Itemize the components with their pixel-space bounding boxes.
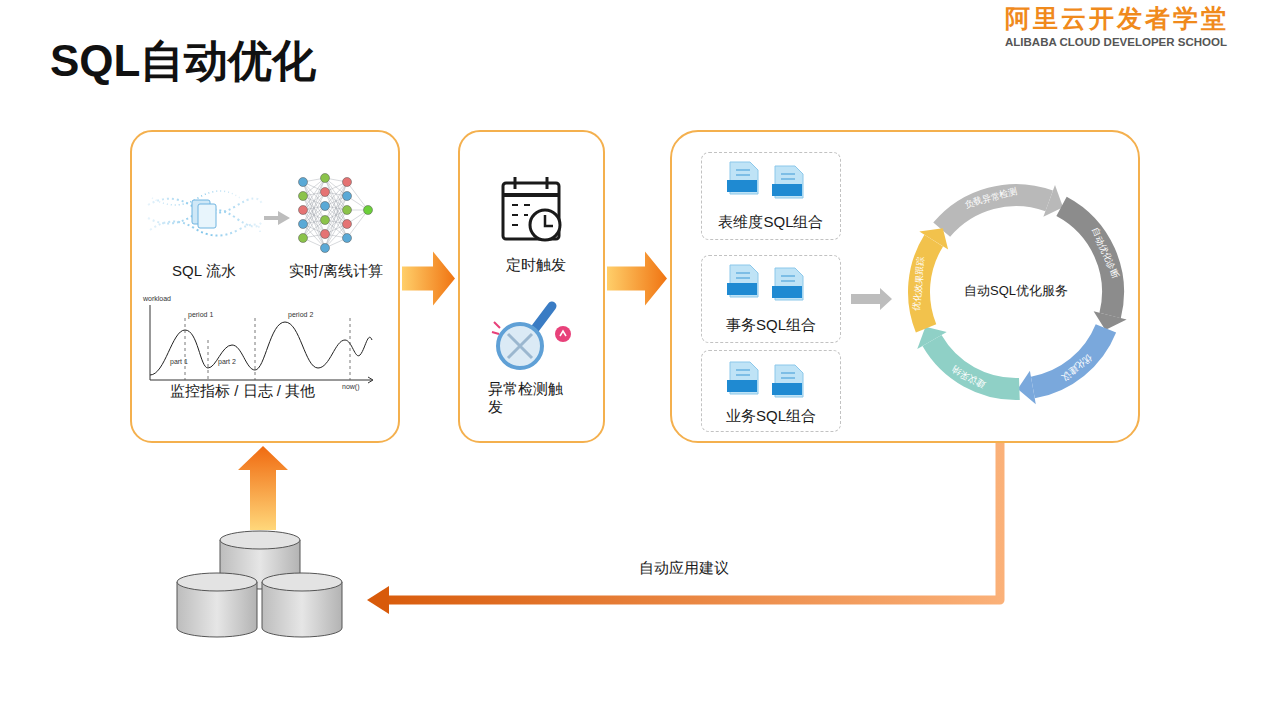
sql-group-box: 表维度SQL组合: [701, 152, 841, 240]
database-symbol: [175, 528, 345, 643]
part-label: part 1: [170, 358, 188, 366]
net-link: [325, 210, 347, 248]
net-neuron: [321, 244, 330, 253]
node-text: SQL 流水: [172, 262, 236, 280]
net-neuron: [299, 220, 308, 229]
connector-arrow: [851, 288, 892, 310]
cycle-arrowhead: [1018, 371, 1036, 404]
net-neuron: [343, 192, 352, 201]
node-text: 监控指标 / 日志 / 其他: [170, 382, 315, 400]
brand-subtitle: ALIBABA CLOUD DEVELOPER SCHOOL: [1005, 36, 1227, 49]
net-neuron: [321, 230, 330, 239]
page-title: SQL自动优化: [50, 32, 316, 91]
net-neuron: [299, 178, 308, 187]
node-text: 定时触发: [506, 256, 566, 274]
node-text: 异常检测触发: [488, 380, 568, 416]
cycle-arrowhead: [919, 228, 948, 249]
sql-file-icon: [727, 362, 758, 394]
optimize-panel: 表维度SQL组合事务SQL组合业务SQL组合 自动SQL优化服务负载异常检测自动优…: [670, 130, 1140, 443]
service-cycle: 自动SQL优化服务负载异常检测自动优化诊断优化建议建议采纳优化效果跟踪: [906, 182, 1126, 402]
net-neuron: [321, 216, 330, 225]
node-text: 实时/离线计算: [289, 262, 383, 280]
net-neuron: [364, 206, 373, 215]
brand-logo: 阿里云开发者学堂: [1005, 4, 1229, 33]
sql-file-icon: [727, 162, 758, 194]
trigger-panel: 定时触发异常检测触发: [458, 130, 605, 443]
db-cylinder: [177, 573, 257, 637]
net-neuron: [343, 178, 352, 187]
net-neuron: [299, 206, 308, 215]
workload-chart: [150, 305, 373, 383]
node-text: 业务SQL组合: [702, 407, 840, 425]
anomaly-detect-icon: [492, 306, 571, 368]
period-label: period 1: [188, 311, 213, 319]
database: [175, 528, 345, 643]
sql-file-icon: [772, 166, 803, 198]
period-label: period 2: [288, 311, 313, 319]
net-neuron: [321, 174, 330, 183]
net-neuron: [299, 192, 308, 201]
connector-arrow: [607, 252, 667, 306]
cycle-arc: [1033, 328, 1106, 387]
source-panel: SQL 流水 实时/离线计算监控指标 / 日志 / 其他: [130, 130, 400, 443]
net-neuron: [299, 234, 308, 243]
sql-group-box: 业务SQL组合: [701, 350, 841, 432]
calendar-clock-icon: [503, 177, 560, 240]
node-text: 表维度SQL组合: [702, 213, 840, 231]
axis-label: now(): [342, 383, 360, 391]
net-neuron: [343, 206, 352, 215]
net-neuron: [321, 202, 330, 211]
edge-label: 自动应用建议: [636, 558, 732, 577]
sql-group-box: 事务SQL组合: [701, 255, 841, 343]
connector-arrow: [238, 446, 288, 530]
service-name: 自动SQL优化服务: [906, 283, 1126, 299]
sql-file-icons: [727, 162, 803, 397]
net-neuron: [343, 220, 352, 229]
net-neuron: [343, 234, 352, 243]
neural-net-picture: [299, 174, 373, 253]
sql-file-icon: [772, 268, 803, 300]
part-label: part 2: [218, 358, 236, 366]
sql-flow-picture: [148, 191, 290, 236]
connector-arrow: [367, 443, 1000, 614]
net-neuron: [321, 188, 330, 197]
node-text: 事务SQL组合: [702, 316, 840, 334]
axis-label: workload: [143, 295, 171, 303]
sql-file-icon: [772, 365, 803, 397]
sql-file-icon: [727, 265, 758, 297]
net-link: [325, 182, 347, 220]
db-cylinder: [262, 573, 342, 637]
connector-arrow: [402, 252, 455, 306]
